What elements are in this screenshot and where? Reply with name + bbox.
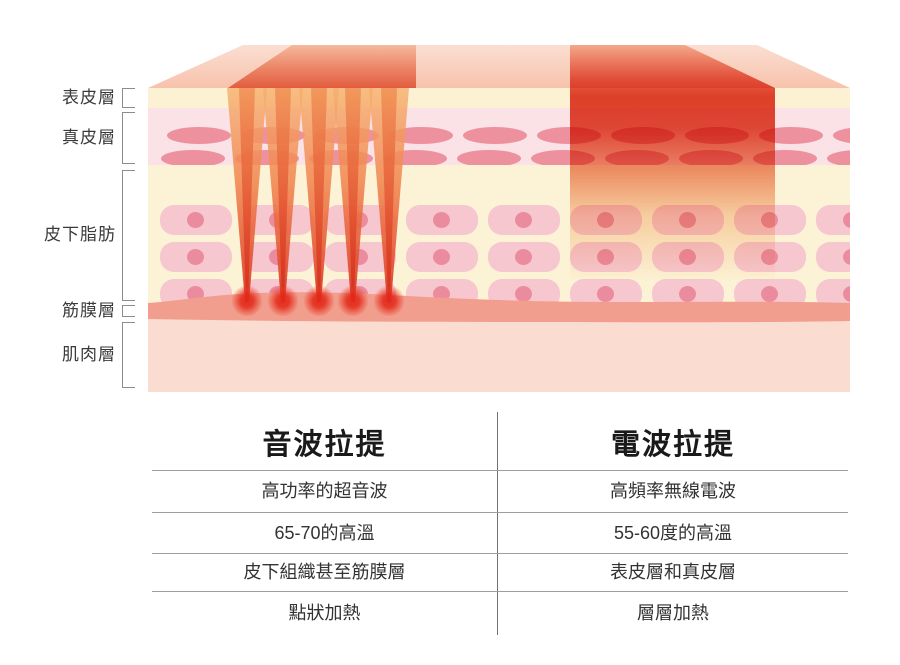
cell-rf-depth: 表皮層和真皮層 (610, 562, 736, 582)
table-row-line (152, 553, 848, 554)
dermis-collagen-ellipse (167, 127, 231, 144)
dermis-collagen-ellipse (833, 127, 850, 144)
focal-heat-point (338, 286, 368, 316)
table-header-ultrasound-lifting: 音波拉提 (262, 429, 387, 461)
fat-cell-nucleus (597, 286, 614, 302)
skin-cross-section-diagram (148, 45, 850, 392)
bracket-fascia (122, 305, 135, 317)
fat-cell (406, 242, 478, 272)
fat-cell-nucleus (187, 249, 204, 265)
fat-cell (816, 205, 850, 235)
label-fascia: 筋膜層 (62, 301, 116, 320)
table-vertical-divider (497, 412, 498, 635)
cell-ultrasound-depth: 皮下組織甚至筋膜層 (243, 562, 406, 582)
cell-ultrasound-heating: 點狀加熱 (288, 603, 361, 623)
bracket-subcutaneous-fat (122, 170, 135, 301)
fat-cell-nucleus (433, 212, 450, 228)
fat-cell (816, 242, 850, 272)
fat-cell (488, 242, 560, 272)
table-row-line (152, 470, 848, 471)
dermis-collagen-ellipse (827, 150, 850, 167)
focal-heat-point (304, 286, 334, 316)
fat-cell-nucleus (761, 286, 778, 302)
dermis-collagen-ellipse (463, 127, 527, 144)
cell-rf-heating: 層層加熱 (637, 603, 709, 623)
bracket-muscle (122, 322, 135, 388)
focal-heat-point (232, 286, 262, 316)
dermis-collagen-ellipse (457, 150, 521, 167)
label-muscle: 肌肉層 (62, 345, 116, 364)
fat-cell-nucleus (843, 212, 850, 228)
dermis-collagen-ellipse (161, 150, 225, 167)
fat-cell-nucleus (843, 286, 850, 302)
bracket-dermis (122, 112, 135, 164)
bracket-epidermis (122, 88, 135, 108)
focal-heat-point (268, 286, 298, 316)
label-dermis: 真皮層 (62, 128, 116, 147)
fat-cell-nucleus (187, 212, 204, 228)
cell-ultrasound-energy: 高功率的超音波 (261, 481, 388, 501)
fat-cell (160, 205, 232, 235)
table-header-rf-lifting: 電波拉提 (610, 429, 735, 461)
cell-ultrasound-temp: 65-70的高溫 (274, 523, 375, 543)
label-subcutaneous-fat: 皮下脂肪 (44, 225, 116, 244)
fat-cell-nucleus (515, 249, 532, 265)
focal-heat-point (374, 286, 404, 316)
table-row-line (152, 512, 848, 513)
fat-cell-nucleus (679, 286, 696, 302)
fat-cell (488, 205, 560, 235)
cell-rf-energy: 高頻率無線電波 (610, 481, 736, 501)
fat-cell-nucleus (515, 212, 532, 228)
cell-rf-temp: 55-60度的高溫 (613, 523, 733, 543)
radiofrequency-heat-zone (570, 45, 775, 282)
fat-cell-nucleus (843, 249, 850, 265)
fat-cell (160, 242, 232, 272)
dermis-collagen-ellipse (759, 127, 823, 144)
fat-cell-nucleus (515, 286, 532, 302)
label-epidermis: 表皮層 (62, 88, 116, 107)
fat-cell (406, 205, 478, 235)
table-row-line (152, 591, 848, 592)
fat-cell-nucleus (433, 249, 450, 265)
